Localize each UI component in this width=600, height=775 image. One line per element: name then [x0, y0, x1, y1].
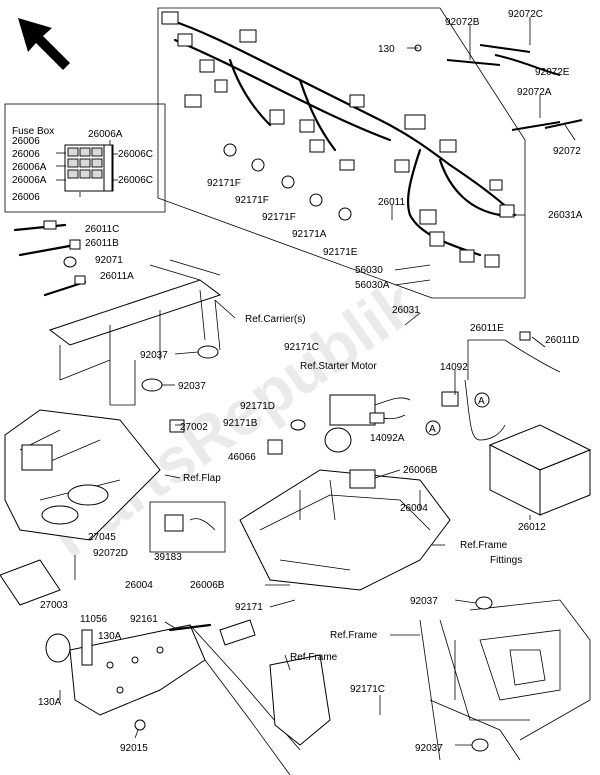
- ref-frame: Ref.Frame: [330, 630, 378, 641]
- callout-92171C: 92171C: [350, 684, 385, 695]
- direction-arrow-icon: [18, 18, 70, 70]
- switch-detail-frame: [149, 501, 226, 553]
- callout-26011: 26011: [378, 197, 406, 208]
- callout-26011C: 26011C: [85, 224, 119, 235]
- callout-26004: 26004: [125, 580, 153, 591]
- battery: [425, 331, 592, 516]
- fuse-label: 26006: [12, 136, 40, 147]
- callout-92037: 92037: [415, 743, 443, 754]
- callout-92171: 92171: [235, 602, 263, 613]
- callout-27003: 27003: [40, 600, 68, 611]
- callout-92037: 92037: [410, 596, 438, 607]
- ref-starter-motor: Ref.Starter Motor: [300, 361, 377, 372]
- callout-92171F: 92171F: [262, 212, 296, 223]
- callout-130A: 130A: [38, 697, 62, 708]
- ref-frame: Ref.Frame: [290, 652, 338, 663]
- callout-92072A: 92072A: [517, 87, 552, 98]
- callout-26031A: 26031A: [548, 210, 583, 221]
- battery-tray: [239, 419, 451, 591]
- callout-92037: 92037: [140, 350, 168, 361]
- leader-lines: [59, 17, 576, 746]
- callout-26004: 26004: [400, 503, 428, 514]
- callout-92072: 92072: [553, 146, 581, 157]
- switch-wire: [189, 518, 216, 531]
- clamps: [223, 143, 352, 221]
- callout-26011E: 26011E: [470, 323, 504, 334]
- cable-ties: [414, 44, 583, 131]
- callout-27045: 27045: [88, 532, 116, 543]
- ref-frame-fittings: Fittings: [490, 555, 522, 566]
- callout-92171E: 92171E: [323, 247, 358, 258]
- callout-56030A: 56030A: [355, 280, 390, 291]
- main-wiring-harness: [161, 11, 517, 268]
- flap-tray: [0, 409, 185, 606]
- callout-14092A: 14092A: [370, 433, 405, 444]
- callout-92072E: 92072E: [535, 67, 570, 78]
- connector-marker-a: A: [429, 424, 436, 435]
- harness-group-frame: [157, 7, 526, 299]
- fuse-label: 26006: [12, 192, 40, 203]
- right-frame: [419, 596, 591, 761]
- fuse-label: 26006: [12, 149, 40, 160]
- lower-frame: [45, 619, 331, 775]
- callout-92171A: 92171A: [292, 229, 327, 240]
- ref-frame-fittings: Ref.Frame: [460, 540, 508, 551]
- fuse-box-title: Fuse Box: [12, 126, 54, 137]
- callout-56030: 56030: [355, 265, 383, 276]
- callout-92072C: 92072C: [508, 9, 543, 20]
- callout-92072D: 92072D: [93, 548, 128, 559]
- callout-130: 130: [378, 44, 395, 55]
- callout-26006B: 26006B: [190, 580, 225, 591]
- callout-26006B: 26006B: [403, 465, 438, 476]
- callout-26011B: 26011B: [85, 238, 119, 249]
- callout-92171F: 92171F: [207, 178, 241, 189]
- callout-46066: 46066: [228, 452, 256, 463]
- fuse-block-drawing: [56, 140, 118, 197]
- fuse-label: 26006C: [118, 149, 153, 160]
- callout-92037: 92037: [178, 381, 206, 392]
- callout-14092: 14092: [440, 362, 468, 373]
- starter-relay: [324, 394, 411, 453]
- callout-92171B: 92171B: [223, 418, 258, 429]
- callout-92171D: 92171D: [240, 401, 275, 412]
- callout-39183: 39183: [154, 552, 182, 563]
- switch-body: [164, 514, 184, 532]
- callout-26011A: 26011A: [100, 271, 134, 282]
- callout-26031: 26031: [392, 305, 420, 316]
- fuse-label: 26006A: [12, 162, 47, 173]
- ref-carrier: Ref.Carrier(s): [245, 314, 306, 325]
- ref-flap: Ref.Flap: [183, 473, 221, 484]
- callout-labels: 130 92072B 92072C 92072E 92072A 92072 26…: [38, 9, 583, 754]
- carrier-frame: [48, 259, 222, 406]
- fuse-label: 26006A: [88, 129, 123, 140]
- fuse-label: 26006C: [118, 175, 153, 186]
- callout-92015: 92015: [120, 743, 148, 754]
- callout-92171F: 92171F: [235, 195, 269, 206]
- callout-92161: 92161: [130, 614, 158, 625]
- callout-92072B: 92072B: [445, 17, 480, 28]
- callout-11056: 11056: [80, 614, 108, 625]
- connector-marker-a: A: [478, 396, 485, 407]
- callout-26012: 26012: [518, 522, 546, 533]
- small-connectors: [13, 220, 87, 297]
- callout-26011D: 26011D: [545, 335, 579, 346]
- callout-130A: 130A: [98, 631, 122, 642]
- fuse-label: 26006A: [12, 175, 47, 186]
- callout-92171C: 92171C: [284, 342, 319, 353]
- callout-27002: 27002: [180, 422, 208, 433]
- callout-92071: 92071: [95, 255, 123, 266]
- fuse-box-frame: [4, 103, 166, 213]
